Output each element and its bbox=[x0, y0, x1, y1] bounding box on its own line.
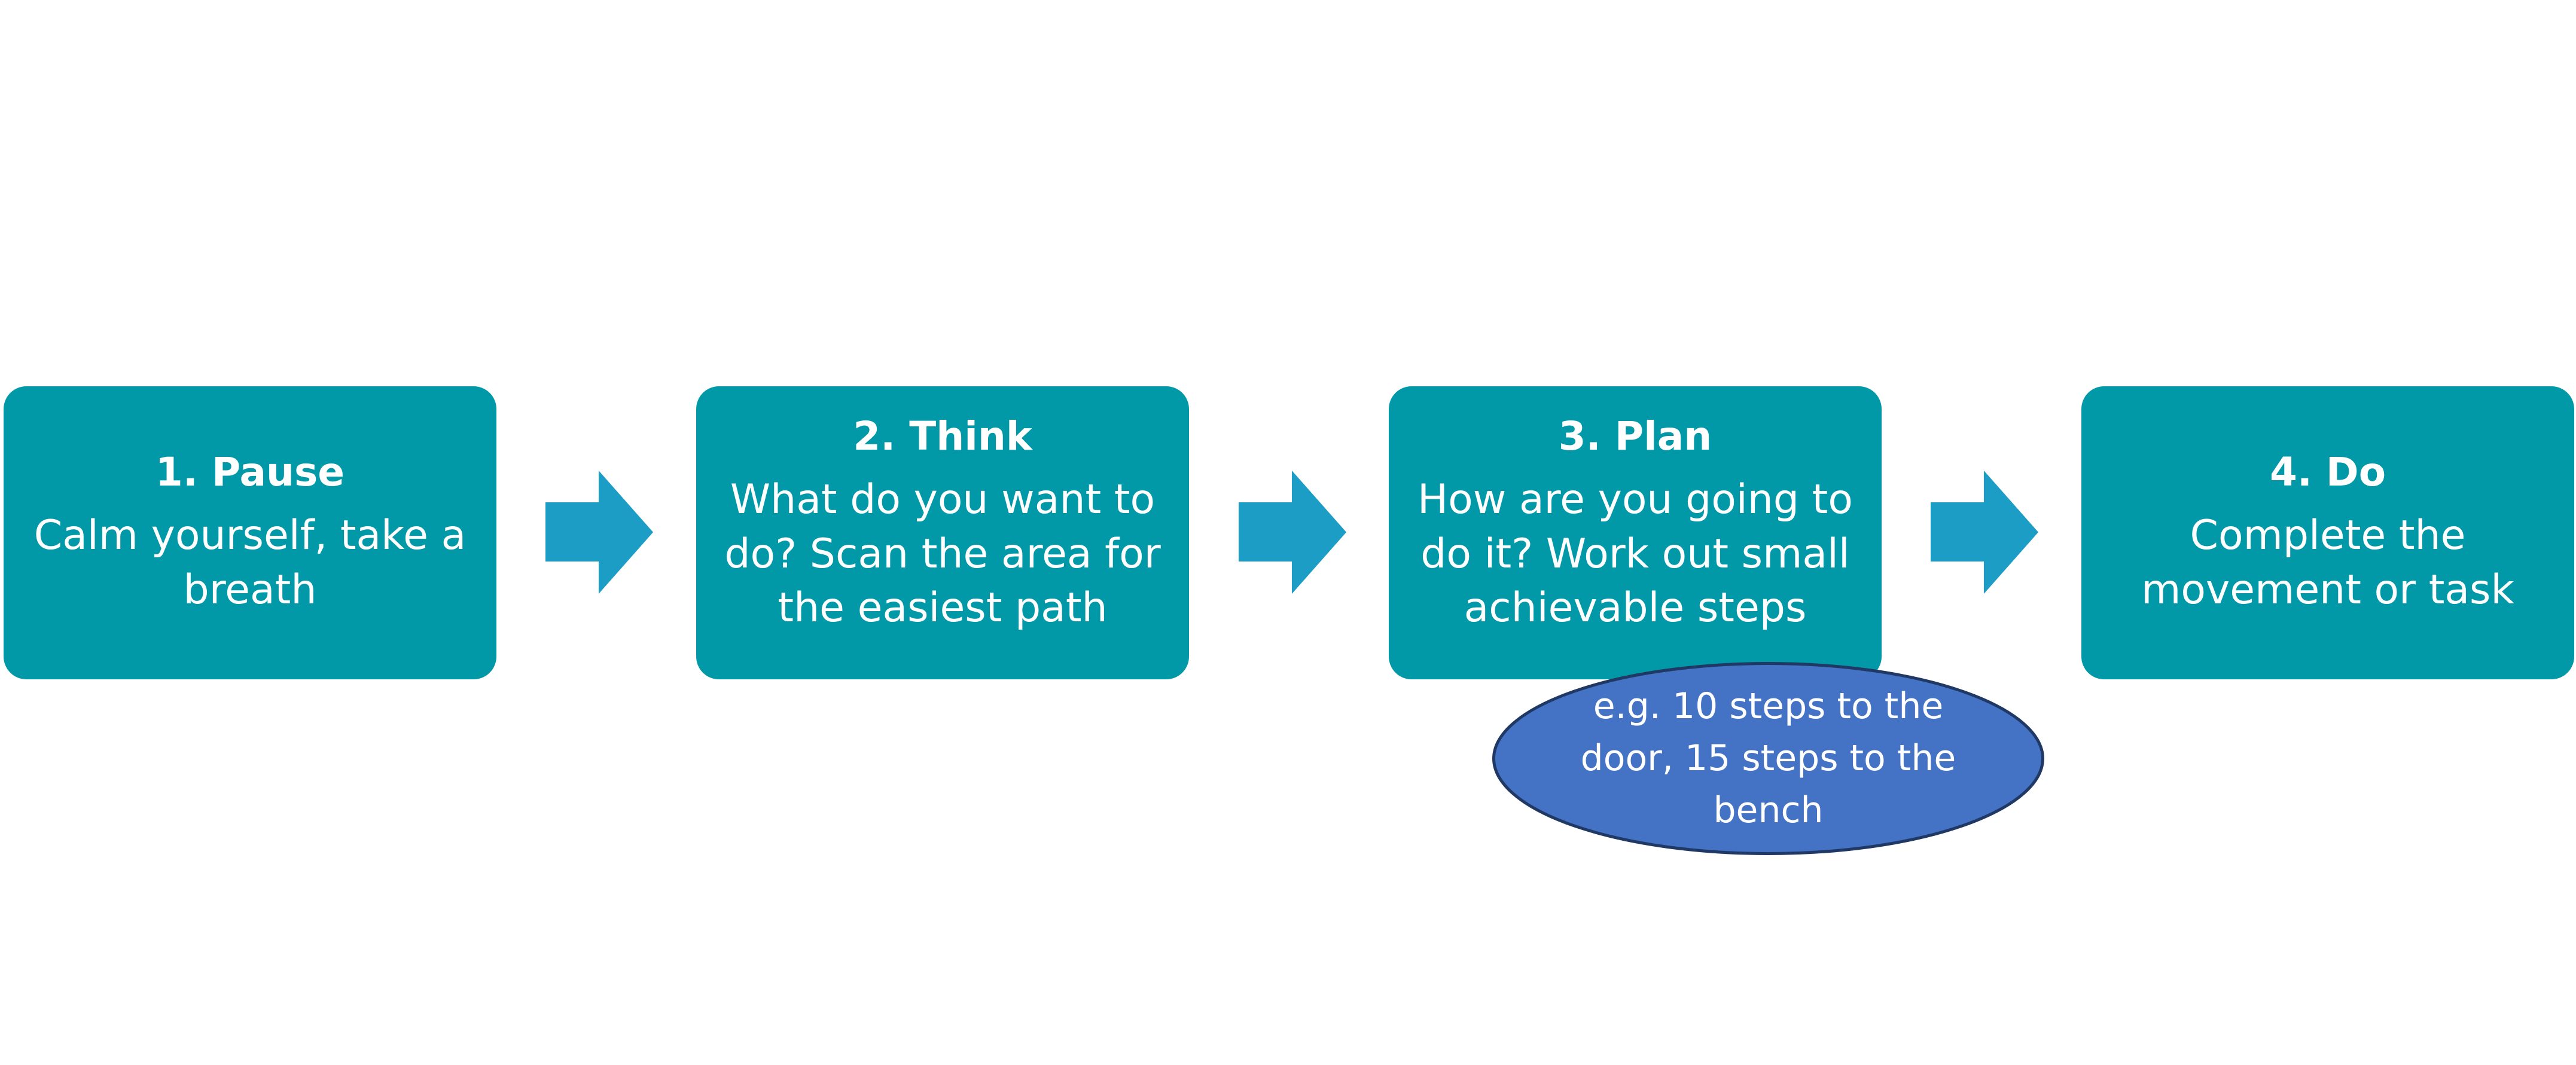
step-do-box: 4. Do Complete the movement or task bbox=[2081, 386, 2574, 679]
step-think-box: 2. Think What do you want to do? Scan th… bbox=[696, 386, 1189, 679]
step-description: Complete the movement or task bbox=[2141, 512, 2514, 614]
step-title: 3. Plan bbox=[1558, 413, 1712, 459]
step-description: What do you want to do? Scan the area fo… bbox=[724, 476, 1161, 632]
step-title: 4. Do bbox=[2269, 448, 2386, 495]
step-description: Calm yourself, take a breath bbox=[33, 512, 467, 614]
example-note-ellipse: e.g. 10 steps to the door, 15 steps to t… bbox=[1492, 661, 2045, 856]
arrow-right-icon bbox=[545, 471, 653, 594]
step-description: How are you going to do it? Work out sma… bbox=[1417, 476, 1853, 632]
step-pause-box: 1. Pause Calm yourself, take a breath bbox=[4, 386, 496, 679]
arrow-right-icon bbox=[1931, 471, 2038, 594]
step-title: 1. Pause bbox=[155, 448, 345, 495]
ellipse-shape bbox=[1492, 662, 2044, 855]
example-note-text: e.g. 10 steps to the door, 15 steps to t… bbox=[1580, 685, 1956, 831]
arrow-right-icon bbox=[1239, 471, 1346, 594]
step-title: 2. Think bbox=[853, 413, 1032, 459]
step-plan-box: 3. Plan How are you going to do it? Work… bbox=[1389, 386, 1882, 679]
